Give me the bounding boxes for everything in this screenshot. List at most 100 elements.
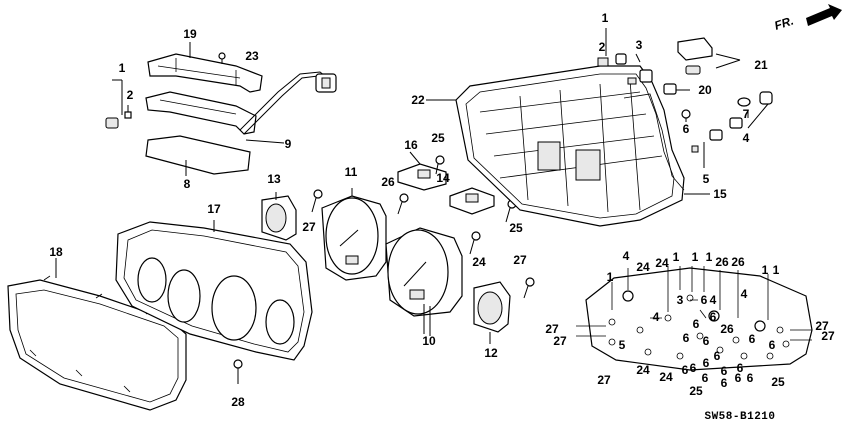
board-label-12: 6 — [701, 293, 708, 307]
upper-cover-assembly — [147, 42, 263, 93]
callout-10: 16 — [404, 138, 418, 152]
board-label-17: 6 — [710, 310, 717, 324]
board-label-8: 26 — [731, 255, 745, 269]
board-label-2: 24 — [636, 260, 650, 274]
board-label-22: 27 — [553, 334, 567, 348]
small-gauge-12 — [473, 281, 511, 344]
printed-circuit — [623, 93, 710, 195]
board-label-11: 3 — [677, 293, 684, 307]
board-label-15: 6 — [693, 317, 700, 331]
callout-30: 5 — [703, 172, 710, 186]
board-label-16: 4 — [741, 287, 748, 301]
arrow-right-icon — [806, 4, 842, 26]
callout-14: 14 — [436, 171, 450, 185]
board-label-27: 27 — [821, 329, 835, 343]
callout-27: 6 — [683, 122, 690, 136]
board-label-34: 24 — [636, 363, 650, 377]
meter-case-22 — [426, 65, 685, 227]
board-label-38: 6 — [721, 364, 728, 378]
callout-23: 2 — [599, 40, 606, 54]
callout-8: 11 — [345, 165, 358, 179]
board-label-18: 26 — [720, 322, 734, 336]
callout-31: 15 — [713, 187, 727, 201]
callout-1: 2 — [127, 88, 134, 102]
board-label-13: 4 — [710, 293, 717, 307]
callout-19: 12 — [484, 346, 498, 360]
circuit-board-detail — [576, 266, 813, 371]
screw-27a — [311, 189, 323, 213]
connector-21 — [677, 37, 741, 75]
diagram-code: SW58-B1210 — [704, 411, 775, 423]
screw-24 — [469, 231, 481, 255]
callout-15: 25 — [509, 221, 523, 235]
board-label-10: 1 — [773, 263, 780, 277]
board-label-14: 4 — [653, 310, 660, 324]
board-label-28: 6 — [714, 349, 721, 363]
callout-22: 1 — [602, 11, 609, 25]
bulb-socket-left — [105, 79, 132, 129]
board-label-29: 6 — [690, 361, 697, 375]
callout-12: 17 — [207, 202, 221, 216]
callout-17: 27 — [513, 253, 527, 267]
board-label-39: 6 — [721, 376, 728, 390]
direction-label: FR. — [773, 14, 796, 33]
board-label-1: 4 — [623, 249, 630, 263]
callout-13: 18 — [49, 245, 63, 259]
callout-3: 23 — [245, 49, 259, 63]
board-label-31: 6 — [735, 371, 742, 385]
board-label-30: 6 — [702, 371, 709, 385]
callout-16: 24 — [472, 255, 486, 269]
screw-28 — [233, 359, 243, 384]
board-label-7: 26 — [715, 255, 729, 269]
thin-plate — [145, 135, 251, 176]
callout-24: 3 — [636, 38, 643, 52]
front-direction-indicator: FR. — [773, 4, 842, 33]
bracket-14 — [449, 187, 495, 215]
board-label-25: 6 — [703, 334, 710, 348]
screw-27b — [523, 277, 535, 299]
screw-25a — [435, 155, 445, 175]
bracket-16 — [397, 151, 447, 191]
bulb-set-top — [597, 28, 653, 85]
callout-5: 8 — [184, 177, 191, 191]
callout-18: 10 — [422, 334, 436, 348]
callout-29: 4 — [743, 131, 750, 145]
board-label-19: 6 — [749, 332, 756, 346]
tachometer — [385, 227, 463, 336]
board-label-20: 6 — [769, 338, 776, 352]
callout-25: 20 — [698, 83, 712, 97]
board-label-24: 6 — [683, 331, 690, 345]
board-label-4: 1 — [692, 250, 699, 264]
board-label-32: 6 — [747, 371, 754, 385]
callout-7: 27 — [302, 220, 316, 234]
board-label-41: 25 — [689, 384, 703, 398]
callout-4: 9 — [285, 137, 292, 151]
board-label-9: 1 — [762, 263, 769, 277]
screw-26 — [397, 193, 409, 215]
board-label-5: 1 — [706, 250, 713, 264]
board-label-35: 24 — [659, 370, 673, 384]
board-label-40: 6 — [737, 361, 744, 375]
bulb-set-right — [681, 91, 773, 168]
callout-2: 19 — [183, 27, 197, 41]
board-label-37: 6 — [703, 356, 710, 370]
callout-0: 1 — [119, 61, 126, 75]
board-label-26: 27 — [815, 319, 829, 333]
board-label-0: 1 — [607, 270, 614, 284]
meter-visor — [115, 220, 313, 361]
bulb-20 — [663, 83, 690, 95]
board-label-6: 24 — [655, 256, 669, 270]
speedometer — [321, 188, 387, 281]
callout-26: 21 — [754, 58, 768, 72]
board-label-36: 6 — [682, 363, 689, 377]
meter-lens — [7, 258, 187, 411]
callout-28: 7 — [743, 107, 750, 121]
callout-20: 28 — [231, 395, 245, 409]
bracket-with-cable — [145, 71, 337, 144]
callout-21: 22 — [411, 93, 425, 107]
board-label-42: 25 — [771, 375, 785, 389]
board-label-3: 1 — [673, 250, 680, 264]
board-label-23: 5 — [619, 338, 626, 352]
